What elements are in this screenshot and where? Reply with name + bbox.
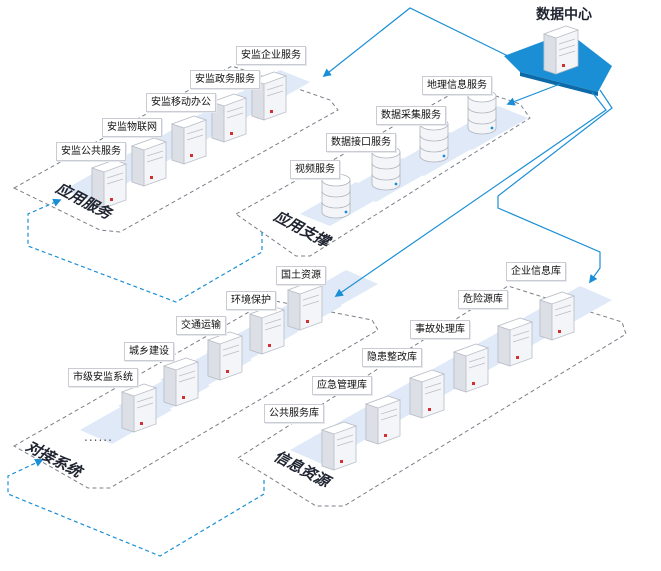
label-docking-3: 城乡建设 (124, 342, 174, 361)
server-icon (452, 343, 490, 393)
server-icon (408, 369, 446, 419)
server-icon (206, 331, 244, 381)
server-icon (90, 159, 128, 209)
label-docking-2: 交通运输 (176, 316, 226, 335)
server-icon (496, 317, 534, 367)
label-docking-4: 市级安监系统 (68, 368, 138, 387)
arrow-icon (7, 459, 265, 557)
server-icon (210, 93, 248, 143)
server-icon (542, 25, 580, 75)
label-app-service-0: 安监企业服务 (236, 46, 306, 65)
zone-app-service-outline (12, 65, 339, 233)
data-center-title: 数据中心 (536, 7, 592, 23)
arrow-icon (27, 198, 263, 303)
server-icon (120, 383, 158, 433)
label-app-support-1: 数据采集服务 (376, 106, 446, 125)
database-icon (371, 145, 401, 191)
database-icon (467, 89, 497, 135)
arrow-icon (322, 7, 509, 78)
server-icons (90, 25, 580, 471)
docking-more-ellipsis: ...... (84, 430, 113, 444)
server-icon (286, 281, 324, 331)
server-icon (250, 71, 288, 121)
label-app-service-2: 安监移动办公 (146, 93, 216, 112)
arrow-icon (334, 91, 607, 297)
label-info-2: 事故处理库 (410, 320, 470, 339)
server-icon (162, 357, 200, 407)
server-icon (130, 137, 168, 187)
arrow-icon (506, 83, 561, 106)
label-info-5: 公共服务库 (264, 404, 324, 423)
server-icon (538, 291, 576, 341)
label-info-1: 危险源库 (458, 290, 508, 309)
zone-app-support-outline (235, 85, 531, 257)
label-app-support-0: 地理信息服务 (422, 76, 492, 95)
server-icon (248, 305, 286, 355)
label-info-4: 应急管理库 (312, 376, 372, 395)
label-info-3: 隐患整改库 (362, 348, 422, 367)
label-info-0: 企业信息库 (506, 262, 566, 281)
label-app-support-2: 数据接口服务 (326, 133, 396, 152)
database-icon (321, 173, 351, 219)
label-app-service-3: 安监物联网 (102, 118, 162, 137)
server-icon (170, 115, 208, 165)
label-app-support-3: 视频服务 (290, 160, 340, 179)
label-docking-0: 国土资源 (276, 266, 326, 285)
arrow-icon (497, 89, 613, 284)
server-icon (320, 421, 358, 471)
label-app-service-1: 安监政务服务 (190, 70, 260, 89)
label-app-service-4: 安监公共服务 (56, 142, 126, 161)
server-icon (364, 395, 402, 445)
label-docking-1: 环境保护 (226, 291, 276, 310)
